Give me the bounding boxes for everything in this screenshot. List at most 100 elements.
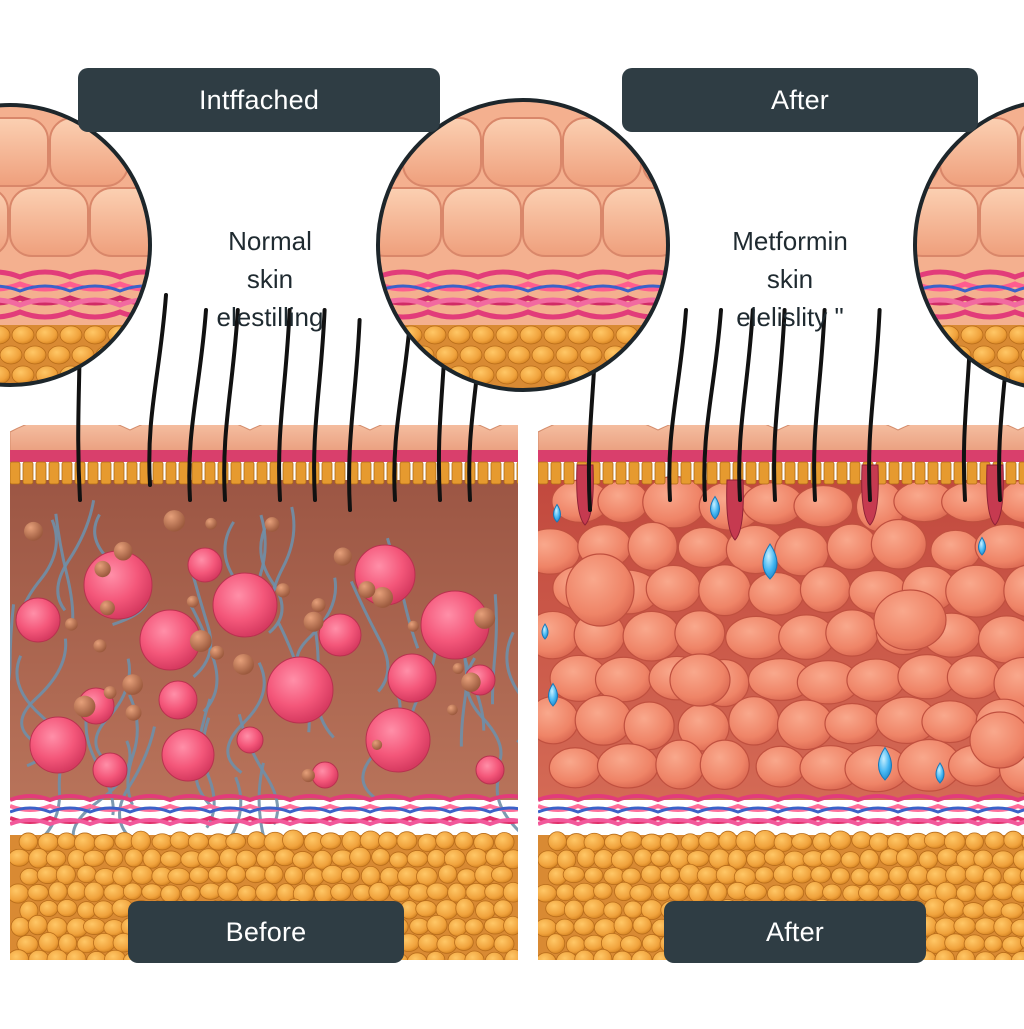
plump-cell bbox=[728, 696, 780, 746]
hair bbox=[812, 308, 827, 502]
epidermis bbox=[334, 461, 346, 485]
epidermis bbox=[940, 461, 952, 485]
fat-lobule bbox=[93, 834, 115, 852]
fat-lobule bbox=[244, 865, 267, 884]
inset-border bbox=[376, 98, 670, 392]
plump-cell bbox=[799, 565, 851, 614]
fat-lobule bbox=[483, 345, 507, 365]
epidermis bbox=[797, 461, 809, 485]
bead bbox=[125, 704, 142, 721]
fat-cell bbox=[15, 597, 61, 643]
fat-lobule bbox=[994, 952, 1014, 960]
top-left-label: Intffached bbox=[78, 68, 440, 132]
epidermis bbox=[22, 461, 34, 485]
fat-lobule bbox=[465, 848, 488, 868]
fat-lobule bbox=[502, 849, 518, 870]
water-droplet bbox=[935, 762, 945, 784]
fiber-line bbox=[0, 281, 150, 292]
epidermis bbox=[849, 461, 861, 485]
fat-lobule bbox=[454, 933, 474, 951]
epidermis bbox=[10, 450, 518, 462]
fat-lobule bbox=[631, 950, 653, 960]
right-caption-line-3: elelislity " bbox=[736, 302, 844, 332]
fat-lobule bbox=[119, 345, 143, 365]
left-caption-line-2: skin bbox=[246, 264, 294, 294]
fat-lobule bbox=[456, 868, 477, 886]
collagen-network bbox=[259, 522, 284, 634]
fat-lobule bbox=[11, 365, 35, 385]
bead bbox=[163, 510, 186, 532]
epidermis bbox=[87, 461, 99, 485]
fat-lobule bbox=[484, 951, 505, 960]
fat-lobule bbox=[93, 900, 115, 920]
hair bbox=[667, 308, 688, 502]
fat-lobule bbox=[160, 850, 182, 868]
epidermis bbox=[282, 461, 294, 485]
fiber-line bbox=[915, 281, 1024, 292]
fat-lobule bbox=[573, 917, 595, 936]
fat-cell bbox=[187, 547, 223, 583]
fat-lobule bbox=[83, 918, 106, 935]
fat-lobule bbox=[493, 934, 515, 954]
fat-lobule bbox=[623, 900, 643, 919]
plump-cell bbox=[725, 615, 787, 660]
bead bbox=[186, 595, 199, 608]
fat-lobule bbox=[438, 864, 458, 884]
fat-lobule bbox=[56, 899, 78, 918]
fat-lobule bbox=[819, 848, 842, 868]
fat-cell bbox=[29, 716, 87, 774]
water-droplet bbox=[548, 682, 558, 707]
fat-lobule bbox=[651, 345, 668, 365]
epidermis bbox=[784, 461, 796, 485]
bead bbox=[301, 768, 315, 783]
plump-cell bbox=[597, 479, 649, 524]
plump-cell bbox=[574, 694, 633, 746]
fat-lobule bbox=[76, 901, 97, 920]
fat-lobule bbox=[621, 867, 642, 885]
left-caption-line-1: Normal bbox=[228, 226, 312, 256]
fiber-line bbox=[378, 297, 668, 308]
fat-lobule bbox=[615, 365, 639, 385]
fat-lobule bbox=[59, 325, 83, 345]
fat-lobule bbox=[483, 917, 507, 935]
fat-lobule bbox=[576, 847, 596, 869]
bead bbox=[452, 662, 464, 674]
fiber-line bbox=[0, 284, 150, 293]
fiber-line bbox=[0, 295, 150, 306]
plump-cell bbox=[945, 564, 1008, 618]
plump-cell bbox=[748, 571, 804, 616]
fat-lobule bbox=[791, 833, 813, 851]
fat-lobule bbox=[471, 325, 495, 345]
collagen-network bbox=[54, 513, 75, 624]
fat-lobule bbox=[495, 325, 519, 345]
fat-lobule bbox=[547, 831, 567, 852]
fat-lobule bbox=[579, 345, 603, 365]
bead bbox=[461, 672, 481, 692]
hair bbox=[867, 308, 882, 502]
fiber-line bbox=[915, 284, 1024, 293]
fat-lobule bbox=[378, 365, 399, 385]
skin-cross-sections bbox=[10, 293, 1024, 960]
fat-lobule bbox=[255, 882, 278, 903]
collagen-network bbox=[189, 566, 213, 678]
fat-cell bbox=[92, 752, 128, 788]
fat-lobule bbox=[840, 851, 861, 869]
fat-lobule bbox=[567, 325, 591, 345]
fat-lobule bbox=[415, 900, 437, 918]
fat-lobule bbox=[555, 883, 576, 902]
water-droplet bbox=[553, 503, 561, 523]
epidermis bbox=[628, 461, 640, 485]
epidermis bbox=[654, 461, 666, 485]
fat-lobule bbox=[858, 883, 880, 902]
fat-lobule bbox=[28, 848, 49, 869]
collagen-network bbox=[349, 580, 390, 693]
fiber-line bbox=[915, 295, 1024, 306]
bead bbox=[94, 560, 111, 578]
fat-lobule bbox=[83, 365, 107, 385]
epidermis bbox=[745, 461, 757, 485]
fiber-line bbox=[378, 281, 668, 292]
fat-lobule bbox=[225, 833, 247, 850]
fat-lobule bbox=[23, 345, 47, 365]
fat-lobule bbox=[1001, 935, 1024, 954]
